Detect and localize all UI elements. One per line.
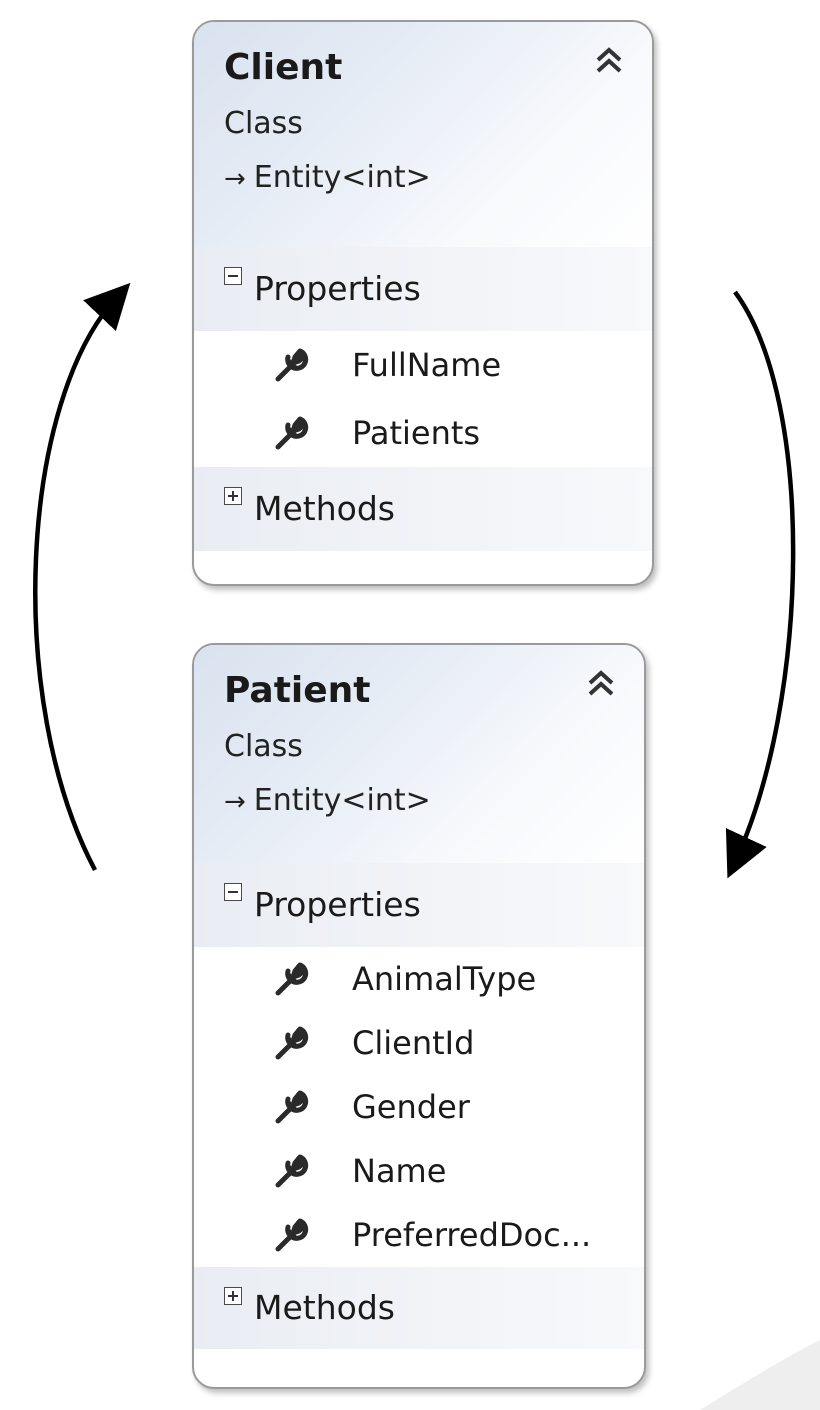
- wrench-icon: [275, 416, 309, 450]
- class-name: Client: [224, 47, 343, 88]
- base-class-name: Entity<int>: [253, 160, 431, 195]
- property-item[interactable]: PreferredDoc...: [194, 1203, 644, 1267]
- property-name: Name: [352, 1152, 447, 1190]
- properties-list: FullName Patients: [194, 331, 652, 467]
- patient-class-box[interactable]: Patient Class →Entity<int> Properties An…: [192, 643, 646, 1389]
- double-chevron-up-icon[interactable]: [584, 667, 618, 701]
- client-class-box[interactable]: Client Class →Entity<int> Properties Ful…: [192, 20, 654, 586]
- properties-section-header[interactable]: Properties: [194, 247, 652, 331]
- property-item[interactable]: AnimalType: [194, 947, 644, 1011]
- wrench-icon: [275, 348, 309, 382]
- methods-section-header[interactable]: Methods: [194, 467, 652, 551]
- properties-label: Properties: [254, 269, 421, 308]
- methods-label: Methods: [254, 1288, 395, 1327]
- property-name: AnimalType: [352, 960, 537, 998]
- properties-section-header[interactable]: Properties: [194, 863, 644, 947]
- class-stereotype: Class: [224, 729, 303, 764]
- wrench-icon: [275, 1154, 309, 1188]
- inherit-arrow-icon: →: [224, 787, 246, 817]
- property-item[interactable]: Name: [194, 1139, 644, 1203]
- methods-label: Methods: [254, 489, 395, 528]
- base-class: →Entity<int>: [224, 781, 644, 822]
- wrench-icon: [275, 1090, 309, 1124]
- class-header: Client Class →Entity<int>: [194, 22, 652, 247]
- minus-box-icon[interactable]: [224, 883, 242, 901]
- property-item[interactable]: ClientId: [194, 1011, 644, 1075]
- plus-box-icon[interactable]: [224, 487, 242, 505]
- inherit-arrow-icon: →: [224, 164, 246, 194]
- methods-section-header[interactable]: Methods: [194, 1267, 644, 1349]
- plus-box-icon[interactable]: [224, 1287, 242, 1305]
- property-item[interactable]: FullName: [194, 331, 652, 399]
- class-header: Patient Class →Entity<int>: [194, 645, 644, 863]
- properties-list: AnimalType ClientId Gender Name Preferre…: [194, 947, 644, 1267]
- property-item[interactable]: Patients: [194, 399, 652, 467]
- property-name: Gender: [352, 1088, 470, 1126]
- base-class-name: Entity<int>: [253, 783, 431, 818]
- class-name: Patient: [224, 670, 371, 711]
- property-name: ClientId: [352, 1024, 475, 1062]
- wrench-icon: [275, 962, 309, 996]
- minus-box-icon[interactable]: [224, 267, 242, 285]
- property-name: FullName: [352, 346, 502, 384]
- wrench-icon: [275, 1026, 309, 1060]
- property-name: PreferredDoc...: [352, 1216, 592, 1254]
- property-item[interactable]: Gender: [194, 1075, 644, 1139]
- class-stereotype: Class: [224, 106, 303, 141]
- wrench-icon: [275, 1218, 309, 1252]
- base-class: →Entity<int>: [224, 158, 652, 199]
- property-name: Patients: [352, 414, 481, 452]
- properties-label: Properties: [254, 885, 421, 924]
- double-chevron-up-icon[interactable]: [592, 44, 626, 78]
